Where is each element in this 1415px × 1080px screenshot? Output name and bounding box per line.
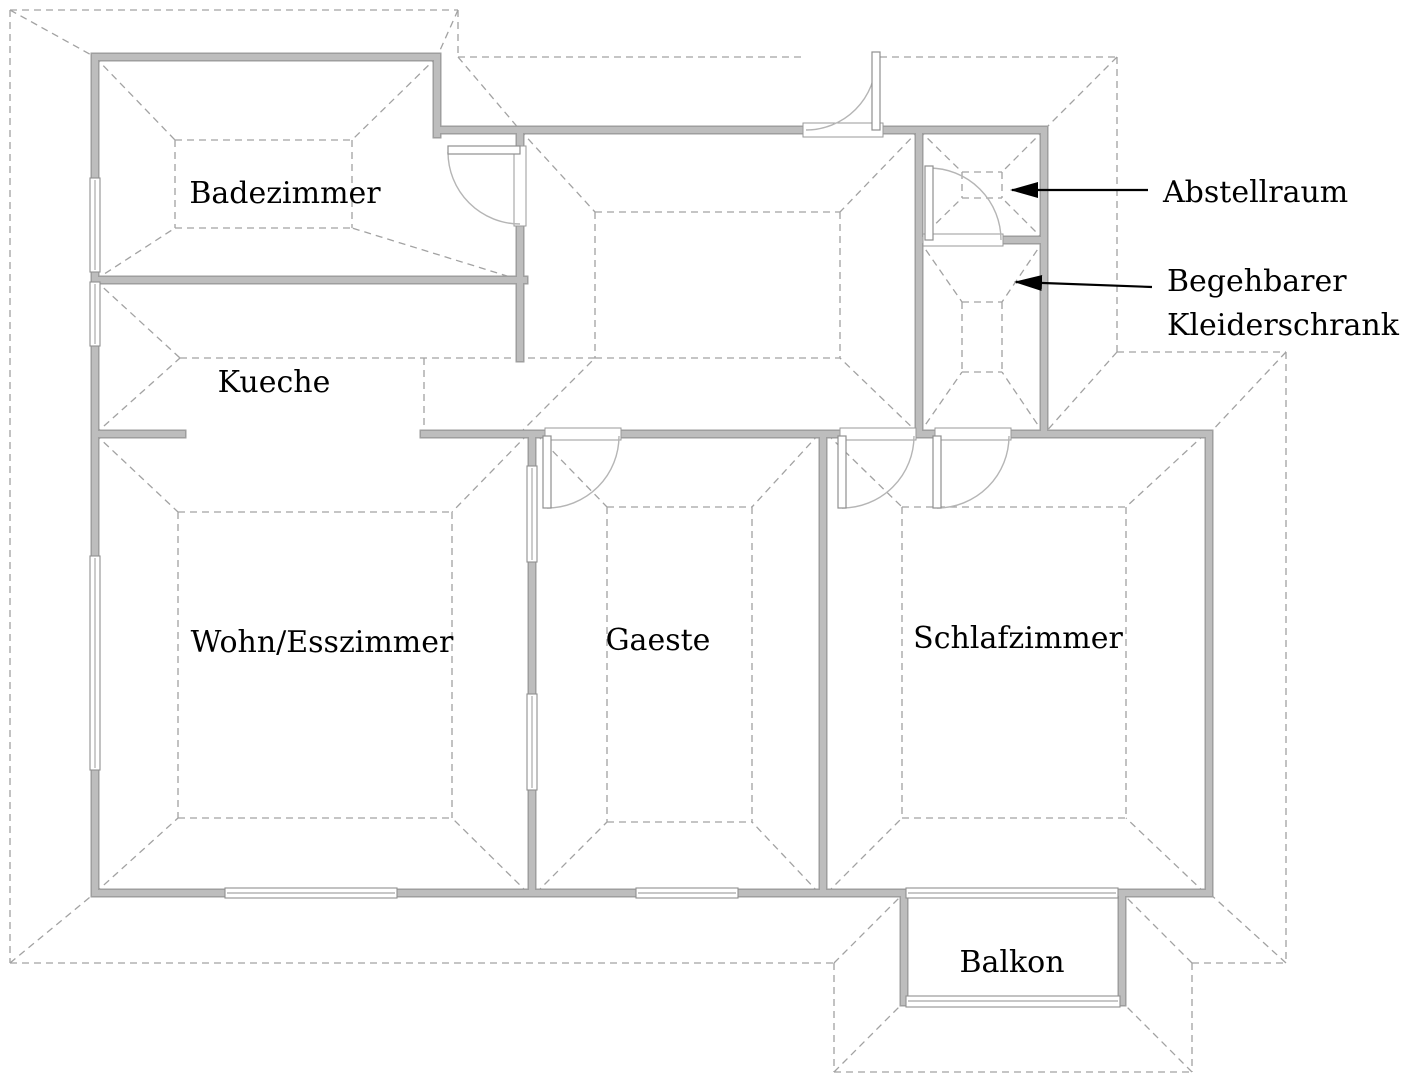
callout-kleiderschrank-line2: Kleiderschrank bbox=[1167, 308, 1400, 343]
callouts-layer: Abstellraum Begehbarer Kleiderschrank bbox=[1010, 175, 1400, 343]
ceiling-dashed-gaeste bbox=[535, 433, 820, 894]
door-leaf bbox=[542, 435, 552, 509]
door-swing-arc bbox=[805, 59, 877, 131]
door-threshold bbox=[544, 427, 622, 441]
ceiling-dashed-wohnzimmer bbox=[94, 433, 529, 894]
door-threshold bbox=[802, 122, 884, 138]
kleiderschrank-door bbox=[932, 427, 1012, 509]
roof-hip-lines bbox=[9, 9, 1287, 1073]
room-label-badezimmer: Badezimmer bbox=[189, 176, 381, 211]
room-label-schlafzimmer: Schlafzimmer bbox=[913, 621, 1123, 656]
room-labels-layer: Badezimmer Kueche Wohn/Esszimmer Gaeste … bbox=[189, 176, 1123, 980]
roof-eaves-dashed-layer bbox=[9, 9, 1287, 1073]
ceiling-dashed-corridor bbox=[518, 129, 920, 435]
roof-eaves-outline bbox=[9, 9, 1287, 1073]
gaeste-door bbox=[542, 427, 622, 509]
room-label-gaeste: Gaeste bbox=[606, 623, 711, 658]
balcony-parapet bbox=[905, 995, 1121, 1008]
door-swing-arc bbox=[447, 151, 521, 225]
schlafzimmer-door bbox=[837, 427, 917, 509]
door-swing-arc bbox=[546, 435, 620, 509]
room-label-balkon: Balkon bbox=[959, 945, 1064, 980]
entrance-door bbox=[802, 51, 884, 138]
windows-layer bbox=[89, 177, 1121, 1008]
door-leaf bbox=[837, 435, 847, 509]
callout-abstellraum: Abstellraum bbox=[1162, 175, 1348, 210]
badezimmer-door bbox=[447, 145, 527, 227]
walls-layer bbox=[90, 52, 1214, 1007]
door-leaf bbox=[447, 145, 521, 155]
door-leaf bbox=[871, 51, 881, 131]
door-threshold bbox=[922, 233, 1004, 247]
ceiling-dashed-kueche bbox=[94, 279, 595, 435]
doors-layer bbox=[447, 51, 1012, 509]
room-label-kueche: Kueche bbox=[218, 365, 331, 400]
callout-kleiderschrank-line1: Begehbarer bbox=[1167, 264, 1347, 299]
ceiling-dashed-badezimmer bbox=[94, 56, 521, 281]
door-swing-arc bbox=[841, 435, 915, 509]
ceiling-dashed-schlafzimmer bbox=[826, 433, 1206, 894]
door-leaf bbox=[932, 435, 942, 509]
door-swing-arc bbox=[928, 167, 1002, 241]
ceiling-dashed-kleiderschrank bbox=[918, 239, 1045, 435]
kleiderschrank-arrow bbox=[1014, 274, 1153, 291]
ceiling-dashed-abstellraum bbox=[918, 129, 1045, 241]
door-threshold bbox=[839, 427, 917, 441]
door-swing-arc bbox=[936, 435, 1010, 509]
room-label-wohn-esszimmer: Wohn/Esszimmer bbox=[191, 625, 454, 660]
abstellraum-door bbox=[922, 165, 1004, 247]
door-threshold bbox=[513, 145, 527, 227]
door-threshold bbox=[934, 427, 1012, 441]
ceiling-dashed-layer bbox=[94, 56, 1206, 894]
door-leaf bbox=[924, 165, 934, 241]
